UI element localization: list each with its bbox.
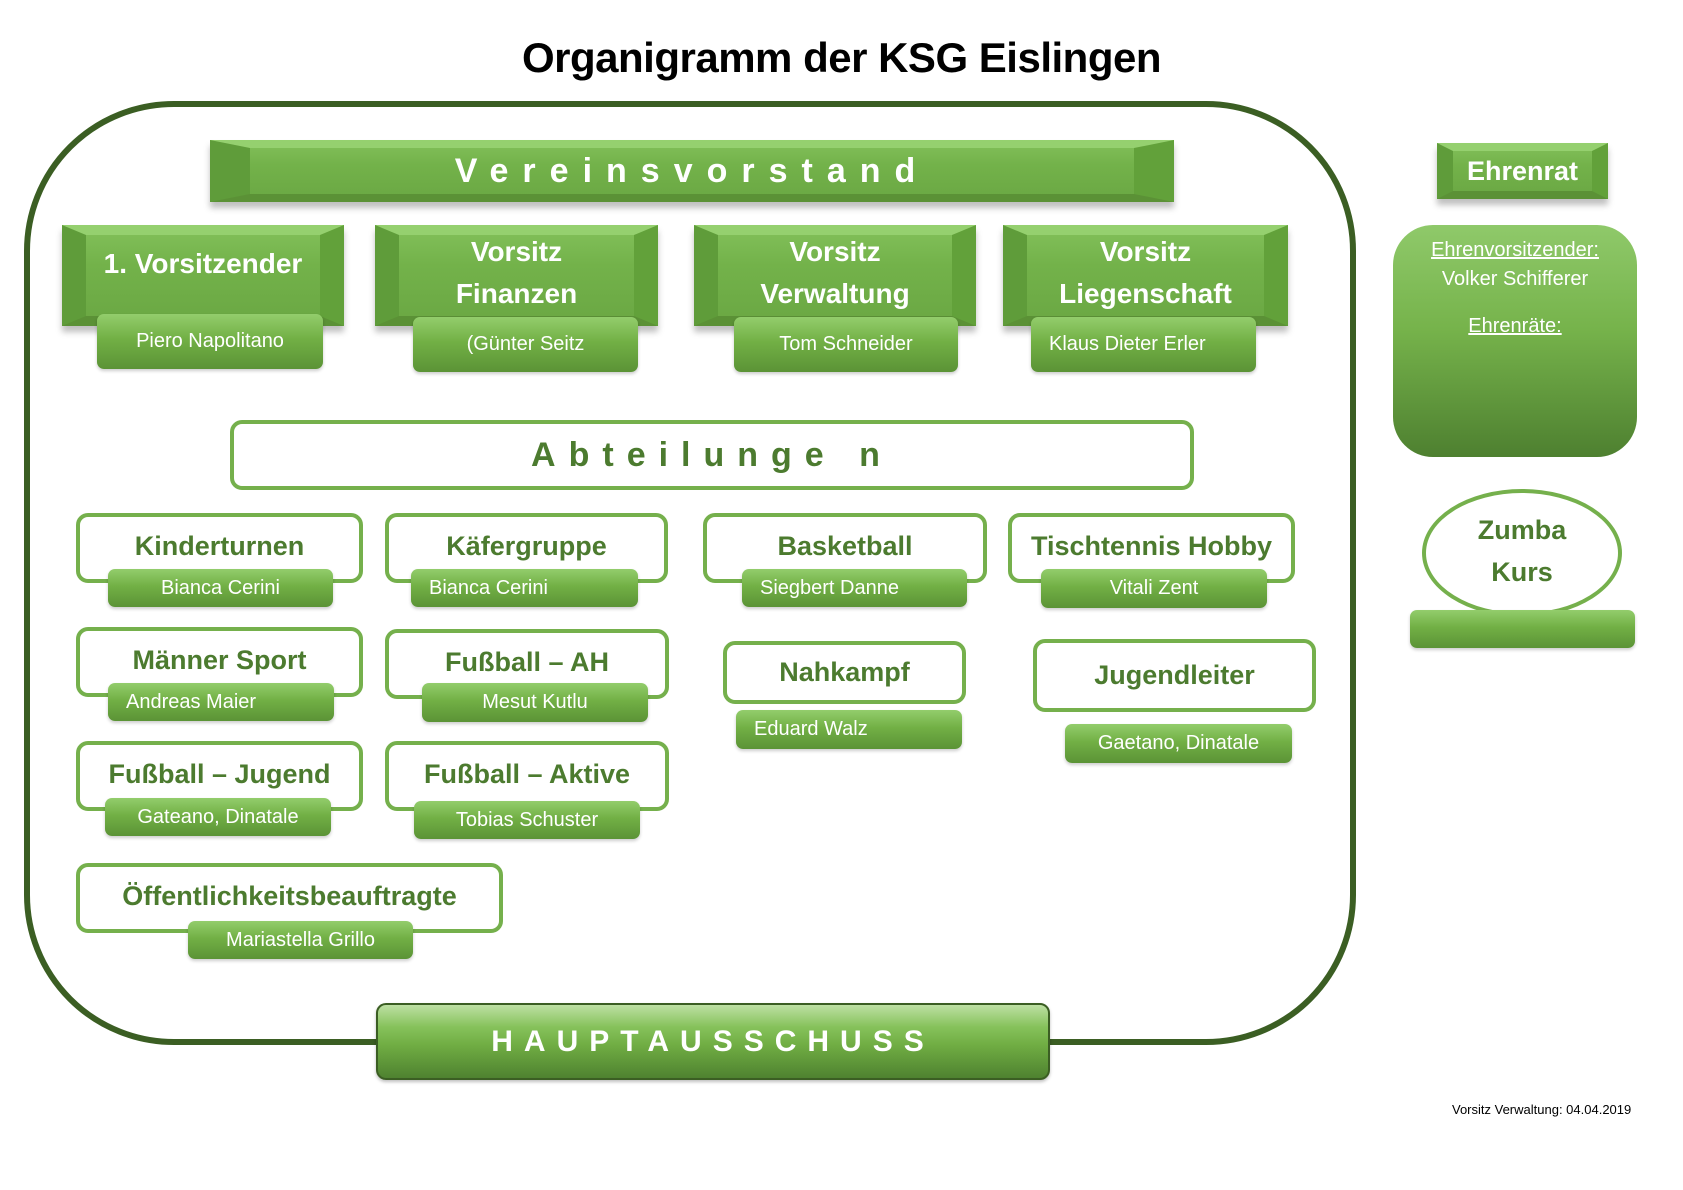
ehrenvorsitzender-label: Ehrenvorsitzender: xyxy=(1431,239,1599,261)
board-role-line: Liegenschaft xyxy=(1059,278,1232,309)
board-role-line: Finanzen xyxy=(455,278,578,309)
ehrenraete-label: Ehrenräte: xyxy=(1468,315,1562,337)
hauptausschuss-box[interactable]: HAUPTAUSSCHUSS xyxy=(376,1003,1050,1080)
board-box-1-vorsitzender[interactable]: 1. Vorsitzender xyxy=(62,225,344,326)
vereinsvorstand-header[interactable]: Vereinsvorstand xyxy=(210,140,1174,202)
board-name-erler[interactable]: Klaus Dieter Erler xyxy=(1031,317,1256,372)
board-role-line: 1. Vorsitzender xyxy=(103,248,303,279)
board-name-seitz[interactable]: (Günter Seitz xyxy=(413,317,638,372)
zumba-kurs-ellipse[interactable]: Zumba Kurs xyxy=(1422,489,1622,617)
vereinsvorstand-label: Vereinsvorstand xyxy=(454,151,930,190)
abteilungen-header[interactable]: Abteilunge n xyxy=(230,420,1194,490)
zumba-label-line: Zumba xyxy=(1477,515,1567,545)
department-leader[interactable]: Gaetano, Dinatale xyxy=(1065,724,1292,763)
hauptausschuss-label: HAUPTAUSSCHUSS xyxy=(491,1024,935,1058)
department-leader[interactable]: Siegbert Danne xyxy=(742,569,967,607)
board-box-finanzen[interactable]: Vorsitz Finanzen xyxy=(375,225,658,326)
department-nahkampf[interactable]: Nahkampf xyxy=(723,641,966,704)
board-role-line: Vorsitz xyxy=(789,236,881,267)
board-box-verwaltung[interactable]: Vorsitz Verwaltung xyxy=(694,225,976,326)
department-leader[interactable]: Mesut Kutlu xyxy=(422,683,648,722)
department-leader[interactable]: Gateano, Dinatale xyxy=(105,798,331,836)
ehrenvorsitzender-name: Volker Schifferer xyxy=(1441,268,1589,290)
board-name-schneider[interactable]: Tom Schneider xyxy=(734,317,958,372)
department-leader[interactable]: Vitali Zent xyxy=(1041,569,1267,608)
department-leader[interactable]: Bianca Cerini xyxy=(411,569,638,607)
department-leader[interactable]: Eduard Walz xyxy=(736,710,962,749)
department-leader[interactable]: Bianca Cerini xyxy=(108,569,333,607)
board-role-line: Verwaltung xyxy=(760,278,910,309)
board-box-liegenschaft[interactable]: Vorsitz Liegenschaft xyxy=(1003,225,1288,326)
board-name-napolitano[interactable]: Piero Napolitano xyxy=(97,314,323,369)
board-role-line: Vorsitz xyxy=(1099,236,1192,267)
zumba-label-line: Kurs xyxy=(1491,557,1553,587)
abteilungen-label: Abteilunge n xyxy=(531,435,893,474)
board-role-line: Vorsitz xyxy=(470,236,563,267)
page-title: Organigramm der KSG Eislingen xyxy=(522,34,1161,81)
department-jugendleiter[interactable]: Jugendleiter xyxy=(1033,639,1316,712)
department-leader[interactable]: Andreas Maier xyxy=(108,683,334,721)
zumba-leader-bar[interactable] xyxy=(1410,610,1635,648)
department-leader[interactable]: Tobias Schuster xyxy=(414,801,640,839)
footer-note: Vorsitz Verwaltung: 04.04.2019 xyxy=(1452,1102,1632,1117)
department-leader[interactable]: Mariastella Grillo xyxy=(188,921,413,959)
ehrenrat-header[interactable]: Ehrenrat xyxy=(1437,143,1608,199)
ehrenrat-panel: Ehrenvorsitzender: Volker Schifferer Ehr… xyxy=(1393,225,1637,457)
ehrenrat-label: Ehrenrat xyxy=(1466,155,1579,186)
